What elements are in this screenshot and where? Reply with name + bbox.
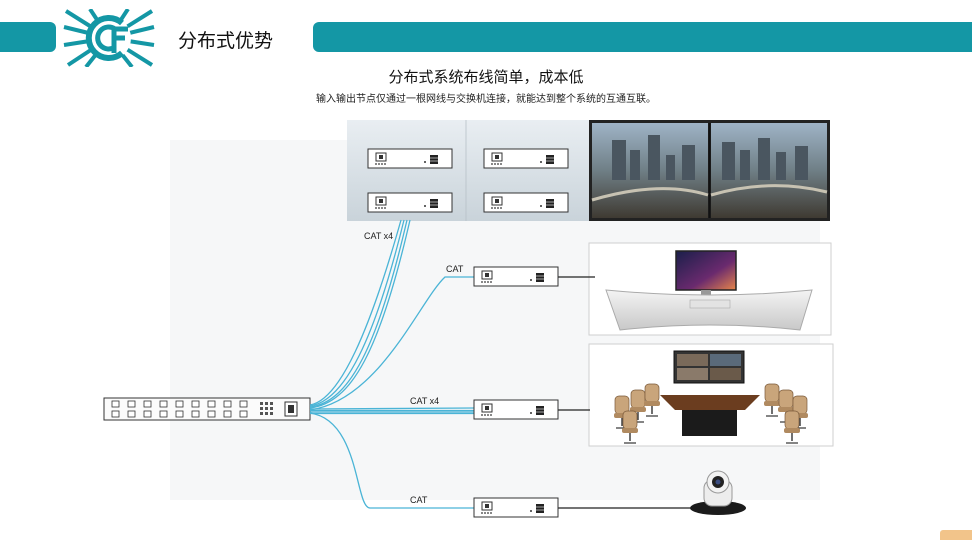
network-switch (103, 397, 311, 421)
header-bar-left (0, 22, 56, 52)
company-logo-icon (62, 9, 156, 67)
decoder-node-conference (473, 399, 559, 420)
cat-label-encoders: CAT x4 (364, 231, 393, 241)
cat-label-desk: CAT (446, 264, 464, 274)
encoder-node (483, 148, 569, 169)
encoder-node-camera (473, 497, 559, 518)
encoder-node (483, 192, 569, 213)
encoder-node (367, 148, 453, 169)
encoder-panel (347, 120, 589, 221)
conference-room-scene (588, 343, 834, 447)
diagram-heading: 分布式系统布线简单，成本低 (388, 68, 584, 86)
cat-label-conference: CAT x4 (410, 396, 439, 406)
corner-tab (940, 530, 972, 540)
control-desk-scene (588, 242, 832, 336)
diagram-subheading: 输入输出节点仅通过一根网线与交换机连接，就能达到整个系统的互通互联。 (316, 94, 656, 105)
cat-cables (309, 219, 475, 509)
page-title: 分布式优势 (178, 30, 274, 52)
encoder-node (367, 192, 453, 213)
ptz-camera-icon (690, 470, 746, 515)
video-wall-display (589, 120, 830, 221)
decoder-node-desk (473, 266, 559, 287)
cat-label-camera: CAT (410, 495, 428, 505)
header-bar-right (313, 22, 972, 52)
